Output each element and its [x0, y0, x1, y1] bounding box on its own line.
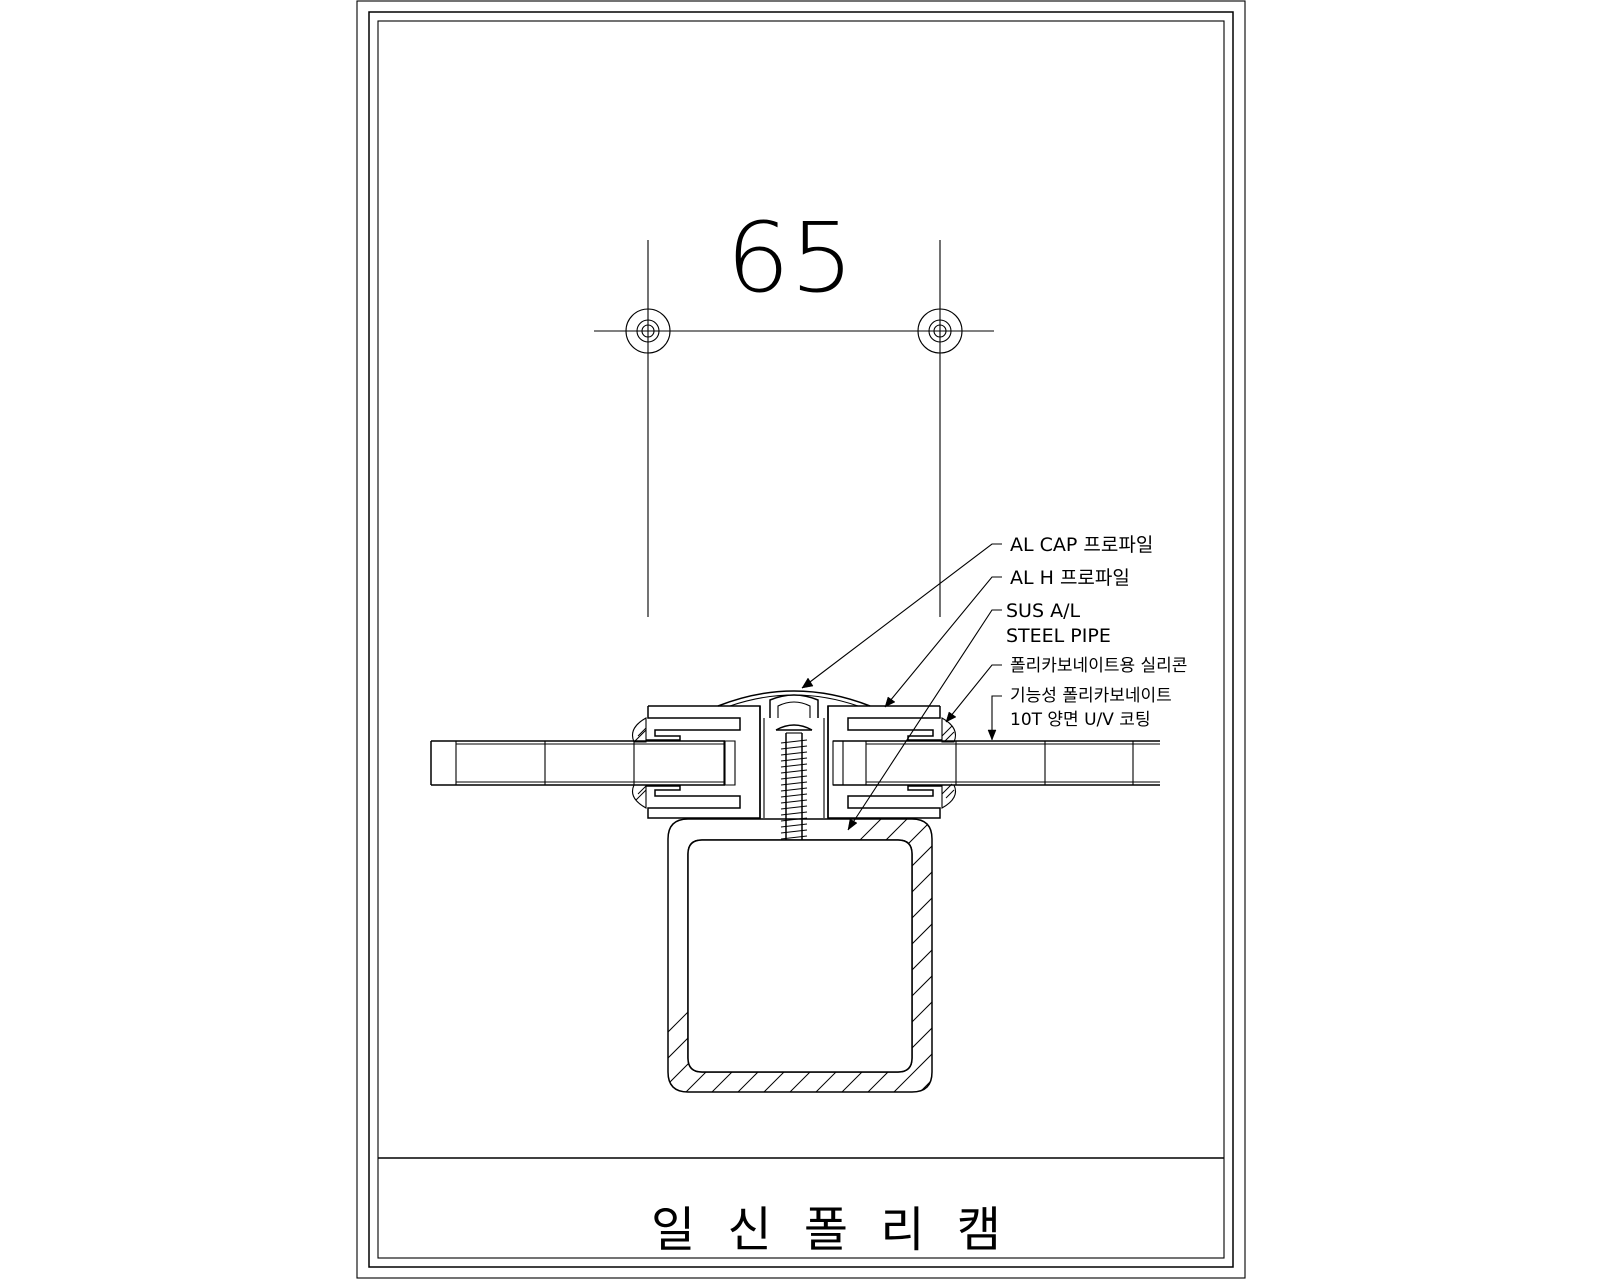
- callout-label-al-h: AL H 프로파일: [1010, 567, 1130, 589]
- callout-label-steel-pipe-line-2: STEEL PIPE: [1006, 625, 1111, 647]
- callout-label-steel-pipe-line-1: SUS A/L: [1006, 600, 1080, 622]
- al-h-profile: [646, 705, 942, 819]
- drawing-frame: [356, 0, 1246, 1279]
- al-cap-profile: [717, 690, 871, 731]
- dimension-value: 65: [726, 202, 854, 314]
- steel-pipe: [667, 818, 933, 1093]
- callout-label-silicone: 폴리카보네이트용 실리콘: [1010, 656, 1187, 676]
- polycarbonate-panel-left: [430, 740, 725, 786]
- dimension-group: 65: [594, 202, 994, 617]
- callout-label-al-cap: AL CAP 프로파일: [1010, 534, 1153, 556]
- silicone-seal-left: [631, 717, 647, 809]
- dimension-marker-right: [917, 308, 963, 354]
- dimension-marker-left: [625, 308, 671, 354]
- leader-lines: [801, 543, 1002, 831]
- polycarbonate-panel-right: [833, 740, 1160, 786]
- callout-labels: AL CAP 프로파일 AL H 프로파일 SUS A/L STEEL PIPE…: [1006, 534, 1187, 730]
- silicone-seal-right: [941, 717, 957, 809]
- callout-label-polycarbonate-line-2: 10T 양면 U/V 코팅: [1010, 710, 1151, 730]
- title-block-company-name: 일신폴리캠: [651, 1202, 1001, 1258]
- callout-label-polycarbonate-line-1: 기능성 폴리카보네이트: [1010, 686, 1172, 706]
